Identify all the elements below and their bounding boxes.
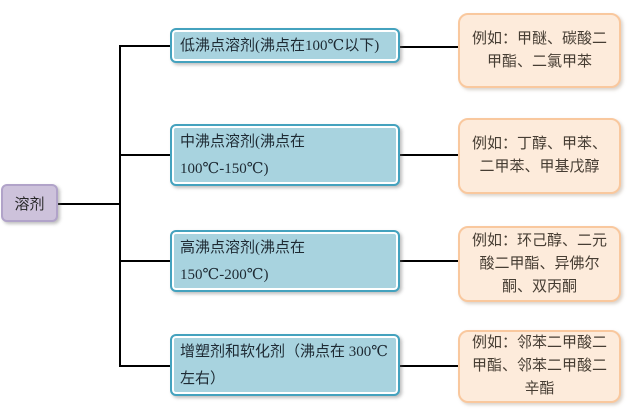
- category-node-plasticizer-softener: 增塑剂和软化剂（沸点在 300℃左右）: [170, 334, 400, 396]
- example-label: 例如：丁醇、甲苯、二甲苯、甲基戊醇: [471, 136, 607, 175]
- category-node-high-boiling: 高沸点溶剂(沸点在 150℃-200℃): [170, 230, 400, 292]
- connector-branch-2: [119, 154, 170, 156]
- example-label: 例如：甲醚、碳酸二甲酯、二氯甲苯: [471, 30, 607, 70]
- connector-example-2: [400, 154, 458, 156]
- connector-example-1: [400, 46, 458, 48]
- category-node-medium-boiling: 中沸点溶剂(沸点在 100℃-150℃): [170, 124, 400, 186]
- connector-example-3: [400, 260, 458, 262]
- connector-branch-4: [119, 365, 170, 367]
- example-node-high-boiling: 例如：环己醇、二元酸二甲酯、异佛尔酮、双丙酮: [458, 226, 621, 302]
- example-node-plasticizer-softener: 例如：邻苯二甲酸二甲酯、邻苯二甲酸二辛酯: [458, 330, 621, 403]
- example-label: 例如：环己醇、二元酸二甲酯、异佛尔酮、双丙酮: [471, 232, 607, 295]
- root-label: 溶剂: [14, 196, 45, 213]
- connector-branch-3: [119, 260, 170, 262]
- category-label: 低沸点溶剂(沸点在100℃以下): [180, 38, 380, 54]
- connector-example-4: [400, 365, 458, 367]
- category-node-low-boiling: 低沸点溶剂(沸点在100℃以下): [170, 28, 400, 63]
- example-label: 例如：邻苯二甲酸二甲酯、邻苯二甲酸二辛酯: [471, 335, 607, 397]
- connector-branch-1: [119, 45, 170, 47]
- category-label: 中沸点溶剂(沸点在 100℃-150℃): [180, 134, 305, 177]
- example-node-medium-boiling: 例如：丁醇、甲苯、二甲苯、甲基戊醇: [458, 118, 621, 194]
- connector-root: [58, 203, 120, 205]
- connector-trunk: [119, 45, 121, 367]
- category-label: 增塑剂和软化剂（沸点在 300℃左右）: [180, 344, 389, 387]
- example-node-low-boiling: 例如：甲醚、碳酸二甲酯、二氯甲苯: [458, 13, 621, 88]
- root-node: 溶剂: [1, 184, 58, 222]
- category-label: 高沸点溶剂(沸点在 150℃-200℃): [180, 240, 305, 283]
